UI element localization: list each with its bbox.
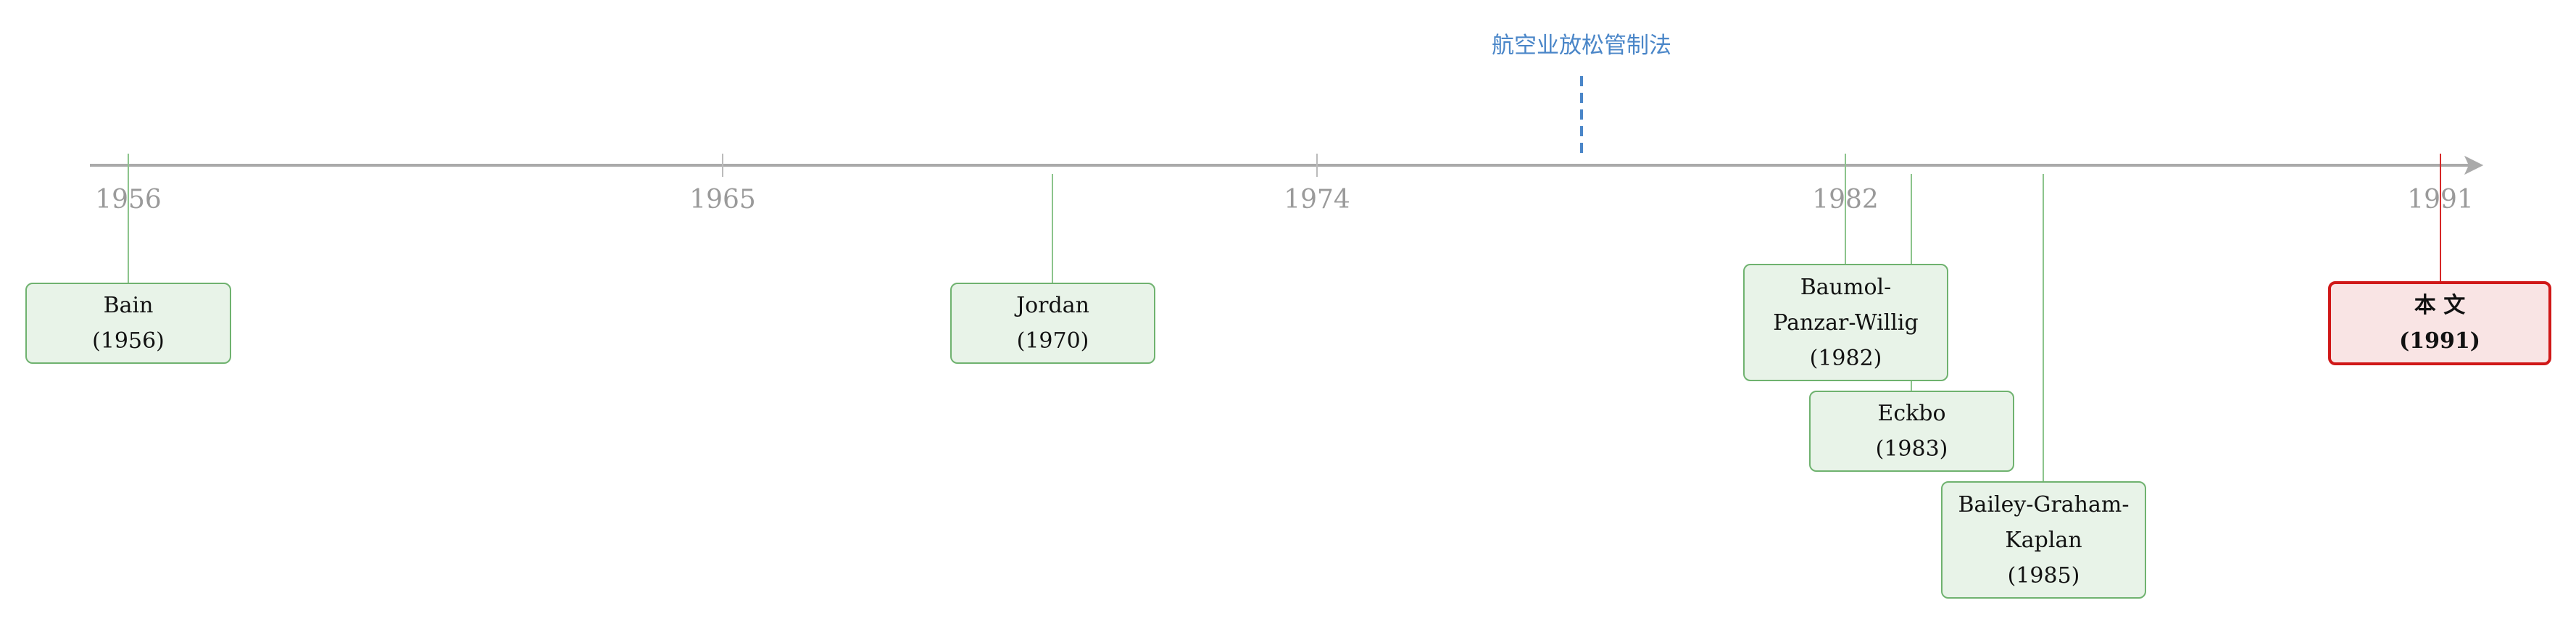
study-name: Eckbo [1877,401,1946,426]
study-year: (1970) [1016,328,1089,354]
study-year: (1956) [92,328,165,354]
tick-label-1965: 1965 [689,185,756,215]
study-year: (1983) [1875,436,1948,462]
study-name-line-1: Baumol- [1800,274,1892,300]
study-name-line-2: Panzar-Willig [1773,309,1919,336]
study-name: Bain [103,293,154,318]
study-box-bain: Bain (1956) [25,283,231,364]
study-name-line-2: Kaplan [2005,527,2082,553]
study-box-current-paper: 本 文 (1991) [2328,281,2551,365]
axis-arrowhead [2464,155,2484,175]
study-year: (1982) [1809,345,1882,371]
tick-label-1982: 1982 [1812,185,1879,215]
study-name-line-1: Bailey-Graham- [1958,491,2130,517]
study-name: 本 文 [2414,293,2466,318]
tick-label-1974: 1974 [1284,185,1350,215]
study-box-jordan: Jordan (1970) [950,283,1155,364]
tick-label-1991: 1991 [2407,185,2474,215]
study-box-bailey-graham-kaplan: Bailey-Graham- Kaplan (1985) [1941,481,2146,599]
study-year: (1985) [2007,562,2080,588]
study-box-baumol-panzar-willig: Baumol- Panzar-Willig (1982) [1743,264,1948,381]
study-year: (1991) [2399,328,2480,354]
event-label-airline-deregulation-act: 航空业放松管制法 [1492,33,1671,59]
study-name: Jordan [1016,293,1089,318]
tick-label-1956: 1956 [95,185,162,215]
study-box-eckbo: Eckbo (1983) [1809,391,2014,472]
